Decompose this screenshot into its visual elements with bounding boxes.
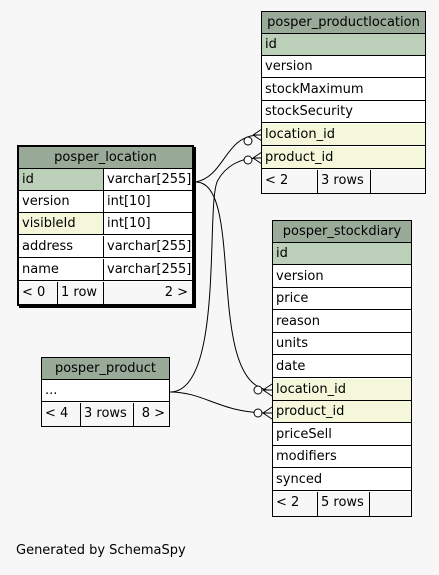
parent-count: < 4	[45, 406, 69, 421]
table-footer: < 2 5 rows	[273, 492, 411, 516]
column-row: price	[273, 288, 411, 310]
column-name: location_id	[265, 127, 335, 142]
column-row: location_id	[273, 379, 411, 401]
column-row: id varchar[255]	[19, 169, 192, 191]
column-row: product_id	[273, 401, 411, 423]
column-name: version	[276, 269, 324, 284]
column-name: id	[265, 37, 277, 52]
column-name: address	[22, 239, 74, 254]
table-title: posper_productlocation	[267, 15, 420, 30]
column-name: units	[276, 336, 308, 351]
column-row: version	[262, 56, 425, 78]
table-posper-stockdiary[interactable]: posper_stockdiary id version price reaso…	[272, 220, 412, 517]
column-row: units	[273, 333, 411, 355]
column-row: product_id	[262, 147, 425, 169]
table-header: posper_location	[19, 147, 192, 169]
child-count: 2 >	[103, 282, 192, 304]
column-name: stockMaximum	[265, 82, 364, 97]
column-row: id	[273, 243, 411, 265]
column-type: varchar[255]	[103, 169, 192, 190]
column-type: varchar[255]	[103, 236, 192, 257]
optional-marker-icon	[243, 155, 253, 165]
column-name: priceSell	[276, 427, 332, 442]
column-name: price	[276, 291, 309, 306]
column-row: version	[273, 266, 411, 288]
parent-count: < 2	[265, 173, 289, 188]
column-row: ...	[42, 380, 169, 402]
column-row: name varchar[255]	[19, 259, 192, 281]
generated-by-label: Generated by SchemaSpy	[16, 543, 186, 558]
edge-location-productlocation	[195, 134, 259, 183]
column-type: int[10]	[103, 213, 192, 234]
column-name: modifiers	[276, 449, 337, 464]
column-row: priceSell	[273, 424, 411, 446]
table-posper-product[interactable]: posper_product ... < 4 3 rows 8 >	[41, 357, 170, 427]
table-footer: < 0 1 row 2 >	[19, 282, 192, 304]
column-name: product_id	[265, 150, 334, 165]
table-title: posper_location	[54, 150, 157, 165]
column-type: int[10]	[103, 191, 192, 212]
column-row: visibleId int[10]	[19, 213, 192, 235]
table-footer: < 2 3 rows	[262, 170, 425, 193]
column-row: date	[273, 356, 411, 378]
column-row: id	[262, 34, 425, 56]
optional-marker-icon	[253, 408, 263, 418]
column-name: visibleId	[19, 213, 103, 234]
column-name: id	[276, 246, 288, 261]
column-row: address varchar[255]	[19, 236, 192, 258]
column-row: modifiers	[273, 446, 411, 468]
child-count	[369, 492, 411, 516]
column-row: stockMaximum	[262, 79, 425, 101]
column-row: version int[10]	[19, 191, 192, 213]
column-name: stockSecurity	[265, 104, 353, 119]
edge-location-stockdiary	[195, 181, 269, 391]
parent-count: < 2	[276, 495, 300, 510]
row-count: 3 rows	[317, 170, 370, 193]
column-name: name	[22, 262, 59, 277]
edge-product-stockdiary	[169, 391, 269, 414]
column-name: date	[276, 359, 306, 374]
column-row: synced	[273, 469, 411, 491]
child-count: 8 >	[133, 403, 169, 426]
table-posper-productlocation[interactable]: posper_productlocation id version stockM…	[261, 11, 426, 194]
column-name: version	[22, 194, 70, 209]
column-name: synced	[276, 472, 323, 487]
column-name: product_id	[276, 404, 345, 419]
parent-count: < 0	[22, 285, 46, 300]
column-name: location_id	[276, 382, 346, 397]
column-name: version	[265, 59, 313, 74]
table-header: posper_productlocation	[262, 12, 425, 34]
table-header: posper_product	[42, 358, 169, 380]
table-header: posper_stockdiary	[273, 221, 411, 243]
row-count: 3 rows	[80, 403, 133, 426]
optional-marker-icon	[253, 385, 263, 395]
table-footer: < 4 3 rows 8 >	[42, 403, 169, 426]
child-count	[370, 170, 425, 193]
table-title: posper_product	[54, 361, 157, 376]
column-row: stockSecurity	[262, 101, 425, 123]
column-name: ...	[45, 383, 58, 398]
optional-marker-icon	[243, 136, 253, 146]
column-name: reason	[276, 314, 320, 329]
column-row: location_id	[262, 124, 425, 146]
crowsfoot-icon	[262, 406, 273, 420]
column-name: id	[19, 169, 103, 190]
column-row: reason	[273, 311, 411, 333]
table-title: posper_stockdiary	[282, 224, 402, 239]
row-count: 5 rows	[317, 492, 369, 516]
crowsfoot-icon	[262, 383, 273, 397]
column-type: varchar[255]	[103, 259, 192, 280]
table-posper-location[interactable]: posper_location id varchar[255] version …	[17, 145, 194, 306]
row-count: 1 row	[57, 282, 103, 304]
